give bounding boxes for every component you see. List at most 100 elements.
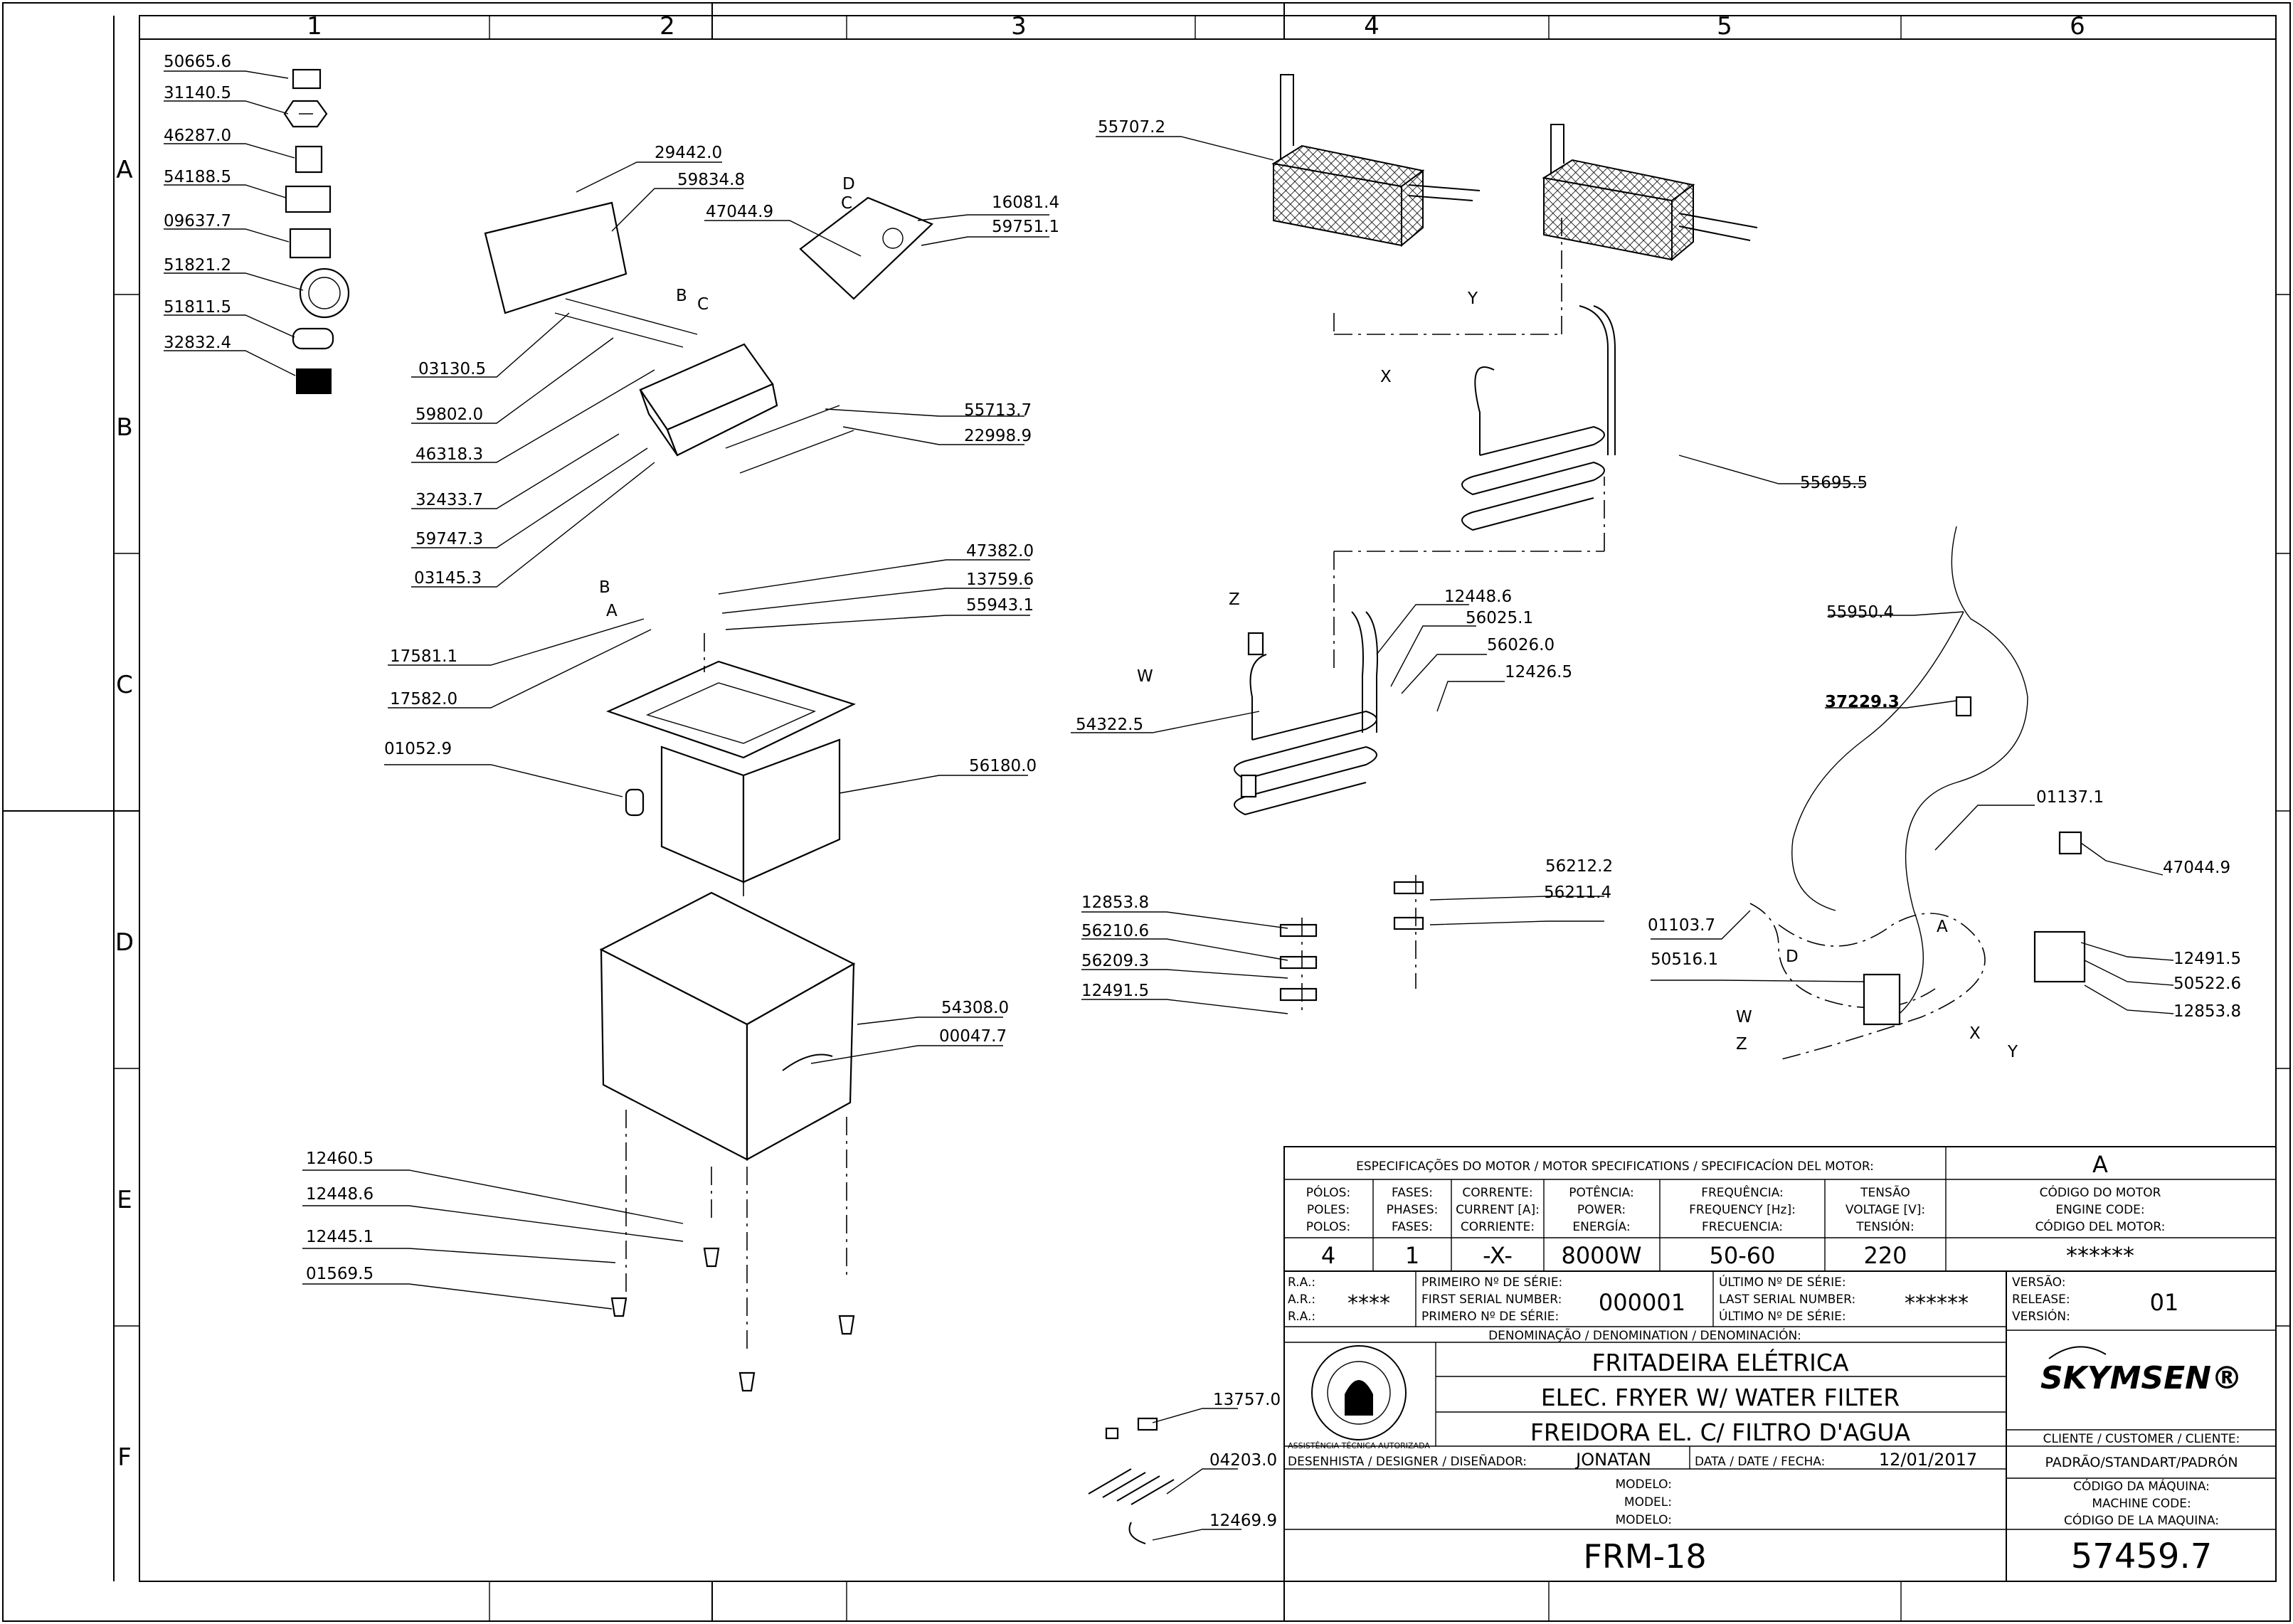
part-label: 03130.5 — [418, 360, 486, 378]
connector-y: Y — [2007, 1043, 2018, 1061]
part-label: 04203.0 — [1209, 1451, 1277, 1470]
model-label: MODELO: — [1615, 1477, 1672, 1492]
connector-x: X — [1380, 368, 1392, 386]
part-label: 13759.6 — [966, 570, 1034, 589]
connector-y: Y — [1467, 290, 1478, 308]
part-label: 12491.5 — [2173, 950, 2241, 968]
engine-code-header: CÓDIGO DEL MOTOR: — [2035, 1219, 2166, 1234]
part-label: 59751.1 — [992, 218, 1059, 236]
fry-baskets — [1271, 74, 1758, 262]
connector-d: D — [842, 175, 855, 193]
machine-code-label: CÓDIGO DA MÁQUINA: — [2073, 1478, 2210, 1494]
connector-b: B — [676, 287, 687, 305]
machine-code-label: CÓDIGO DE LA MAQUINA: — [2064, 1512, 2219, 1528]
part-label: 47382.0 — [966, 542, 1034, 561]
current-header: CORRENTE: — [1462, 1186, 1532, 1200]
leader-lines — [164, 70, 2174, 1541]
part-label: 32832.4 — [164, 334, 231, 352]
current-value: -X- — [1483, 1242, 1513, 1269]
part-label: 01103.7 — [1648, 916, 1715, 935]
poles-value: 4 — [1321, 1242, 1335, 1269]
poles-header: POLES: — [1307, 1203, 1350, 1217]
phases-header: PHASES: — [1387, 1203, 1439, 1217]
wiring-harness — [1749, 526, 2086, 1061]
power-header: ENERGÍA: — [1572, 1219, 1630, 1234]
part-label: 13757.0 — [1213, 1391, 1281, 1409]
part-label: 09637.7 — [164, 212, 231, 230]
date-value: 12/01/2017 — [1879, 1450, 1977, 1470]
connector-d: D — [1786, 948, 1799, 966]
title-block — [1283, 1146, 2277, 1582]
grid-column-4: 4 — [1364, 12, 1379, 41]
title-block-text: ESPECIFICAÇÕES DO MOTOR / MOTOR SPECIFIC… — [1288, 1151, 2242, 1576]
version-label: RELEASE: — [2012, 1293, 2070, 1307]
product-name-en: ELEC. FRYER W/ WATER FILTER — [1541, 1384, 1900, 1411]
connector-w: W — [1736, 1008, 1752, 1026]
last-serial-label: ÚLTIMO Nº DE SÉRIE: — [1719, 1308, 1846, 1324]
part-label: 17582.0 — [390, 690, 457, 708]
connector-z: Z — [1736, 1035, 1747, 1054]
part-label: 12426.5 — [1505, 663, 1572, 681]
connector-c: C — [697, 295, 709, 314]
part-label: 22998.9 — [964, 427, 1032, 445]
connector-labels: A B B C C D Y X Z W A D W Z X Y — [599, 175, 2018, 1061]
part-label: 37229.3 — [1825, 693, 1900, 711]
seal-text: ASSISTÊNCIA TÉCNICA AUTORIZADA — [1288, 1441, 1430, 1450]
part-label: 46287.0 — [164, 127, 231, 145]
fryer-cabinet — [599, 891, 856, 1392]
part-label: 32433.7 — [415, 491, 483, 509]
column-ticks — [489, 16, 1902, 1621]
part-label: 50665.6 — [164, 53, 231, 71]
voltage-header: TENSIÓN: — [1855, 1219, 1914, 1234]
oil-vessel — [606, 633, 856, 896]
connector-a: A — [1937, 918, 1948, 936]
part-label: 16081.4 — [992, 193, 1059, 212]
power-value: 8000W — [1561, 1242, 1641, 1269]
part-label: 55943.1 — [966, 596, 1034, 615]
first-serial-value: 000001 — [1599, 1289, 1685, 1316]
last-serial-label: ÚLTIMO Nº DE SÉRIE: — [1719, 1274, 1846, 1290]
ra-value: **** — [1347, 1291, 1390, 1316]
phases-header: FASES: — [1392, 1186, 1433, 1200]
part-label: 12491.5 — [1081, 982, 1149, 1000]
grid-column-6: 6 — [2070, 12, 2085, 41]
phases-header: FASES: — [1392, 1220, 1433, 1234]
part-label: 55950.4 — [1826, 603, 1894, 622]
part-label: 00047.7 — [939, 1027, 1007, 1046]
engine-code-value: ****** — [2066, 1242, 2134, 1269]
part-label: 54188.5 — [164, 168, 231, 186]
part-label: 59834.8 — [677, 171, 745, 189]
part-label: 56210.6 — [1081, 922, 1149, 940]
part-label: 56180.0 — [969, 757, 1037, 775]
connector-z: Z — [1229, 590, 1240, 609]
heating-elements — [1234, 213, 1616, 816]
connector-c: C — [841, 194, 852, 213]
grid-column-5: 5 — [1717, 12, 1732, 41]
first-serial-label: FIRST SERIAL NUMBER: — [1421, 1293, 1562, 1307]
connector-a: A — [606, 602, 618, 620]
authorized-service-seal: ASSISTÊNCIA TÉCNICA AUTORIZADA — [1288, 1345, 1430, 1450]
grid-row-f: F — [117, 1443, 132, 1472]
current-header: CORRIENTE: — [1461, 1220, 1535, 1234]
part-label: 12445.1 — [306, 1228, 374, 1246]
voltage-value: 220 — [1863, 1242, 1907, 1269]
part-labels: 50665.6 31140.5 46287.0 54188.5 09637.7 … — [164, 53, 2241, 1530]
engine-code-header: CÓDIGO DO MOTOR — [2040, 1184, 2161, 1200]
version-label: VERSIÓN: — [2012, 1308, 2070, 1324]
part-label: 29442.0 — [655, 144, 722, 162]
first-serial-label: PRIMEIRO Nº DE SÉRIE: — [1421, 1274, 1562, 1290]
ra-label: R.A.: — [1288, 1310, 1315, 1324]
grid-column-2: 2 — [660, 12, 675, 41]
part-label: 12460.5 — [306, 1150, 374, 1168]
last-serial-value: ****** — [1905, 1291, 1969, 1316]
designer-label: DESENHISTA / DESIGNER / DISEÑADOR: — [1288, 1453, 1527, 1469]
model-label: MODELO: — [1615, 1513, 1672, 1527]
power-header: POTÊNCIA: — [1569, 1184, 1633, 1200]
control-box — [484, 196, 933, 474]
part-label: 47044.9 — [706, 203, 773, 221]
version-value: 01 — [2150, 1289, 2179, 1316]
part-label: 01569.5 — [306, 1265, 374, 1283]
part-label: 56212.2 — [1545, 857, 1613, 876]
ra-label: A.R.: — [1288, 1293, 1315, 1307]
